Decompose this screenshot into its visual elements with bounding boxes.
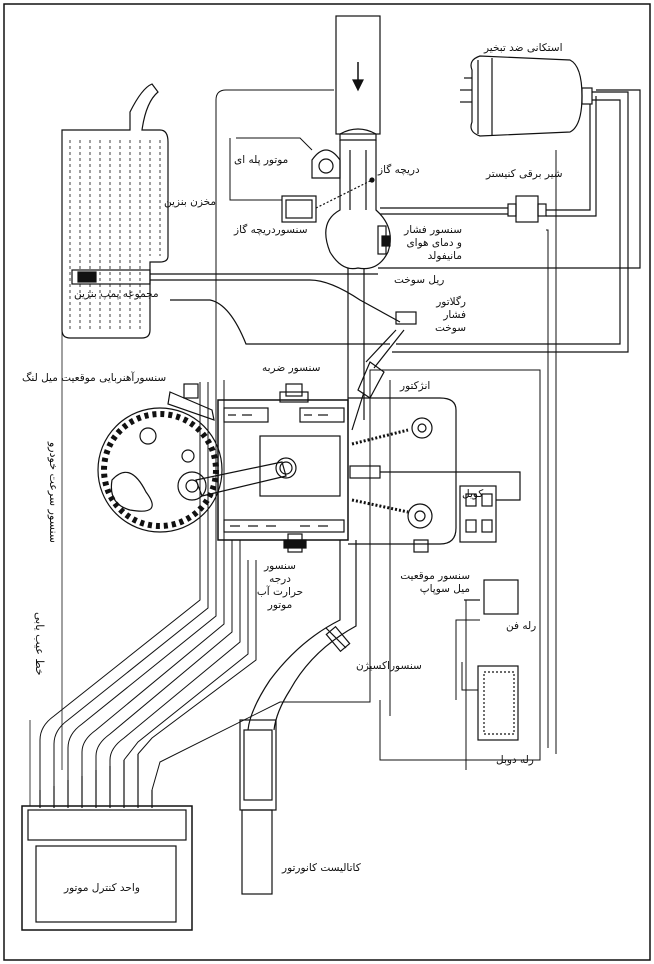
label-canister-valve: شیر برقی کنیستر bbox=[486, 168, 563, 180]
label-fuel-pump: مجموعه پمپ بنزین bbox=[74, 288, 159, 300]
label-oxygen-sensor: سنسوراکسیژن bbox=[356, 660, 422, 672]
air-intake-pipe bbox=[335, 15, 381, 141]
diagram-border bbox=[3, 3, 651, 961]
coil bbox=[408, 471, 521, 543]
knock-sensor bbox=[279, 383, 309, 403]
fuel-tank bbox=[61, 83, 169, 339]
label-pressure-regulator: رگلاتور فشار سوخت bbox=[434, 296, 466, 334]
fuel-pump bbox=[71, 269, 401, 345]
engine-block bbox=[217, 399, 349, 541]
throttle-sensor bbox=[281, 177, 375, 223]
label-coil: کویل bbox=[462, 488, 484, 500]
crank-gear bbox=[97, 383, 287, 533]
label-fuel-rail: ریل سوخت bbox=[394, 274, 445, 286]
label-catalyst: کاتالیست کانورتور bbox=[282, 862, 361, 874]
idle-motor bbox=[311, 149, 341, 179]
label-diag-line: خط عیب یابی bbox=[33, 612, 46, 676]
label-speed-sensor: سنسور سرعت خودرو bbox=[47, 442, 60, 543]
wiring-harness bbox=[39, 89, 557, 791]
fan-relay bbox=[464, 579, 519, 615]
label-throttle-sensor: سنسوردریچه گاز bbox=[234, 224, 308, 236]
injector bbox=[351, 361, 385, 431]
fuel-rail bbox=[365, 89, 641, 369]
label-fan-relay: رله فن bbox=[506, 620, 537, 632]
signal-lines bbox=[29, 270, 63, 806]
cylinder-head bbox=[348, 397, 457, 545]
exhaust-system bbox=[239, 540, 357, 895]
label-idle-motor: موتور پله ای bbox=[234, 154, 289, 166]
label-cam-sensor: سنسور موقعیت میل سوپاپ bbox=[400, 570, 470, 595]
label-evap-tank: استکانی ضد تبخیر bbox=[484, 42, 563, 54]
map-sensor bbox=[377, 225, 391, 255]
label-injector: انژکتور bbox=[400, 380, 431, 392]
label-knock-sensor: سنسور ضربه bbox=[262, 362, 321, 374]
label-map-sensor: سنسور فشار و دمای هوای مانیفولد bbox=[404, 224, 462, 262]
label-fuel-tank: مخزن بنزین bbox=[164, 196, 217, 208]
label-crank-sensor: سنسورآهنربایی موقعیت میل لنگ bbox=[22, 372, 167, 384]
ecu bbox=[21, 754, 193, 931]
label-water-temp-sensor: سنسور درجه حرارت آب موتور bbox=[256, 560, 304, 611]
label-ecu: واحد کنترل موتور bbox=[64, 882, 140, 894]
label-throttle-body: دریچه گاز bbox=[378, 164, 420, 176]
water-temp-sensor bbox=[283, 533, 307, 553]
label-double-relay: رله دوبل bbox=[496, 754, 534, 766]
double-relay bbox=[477, 665, 519, 741]
canister-valve bbox=[380, 96, 597, 223]
evap-tank bbox=[392, 55, 629, 353]
cam-sensor bbox=[413, 539, 429, 553]
